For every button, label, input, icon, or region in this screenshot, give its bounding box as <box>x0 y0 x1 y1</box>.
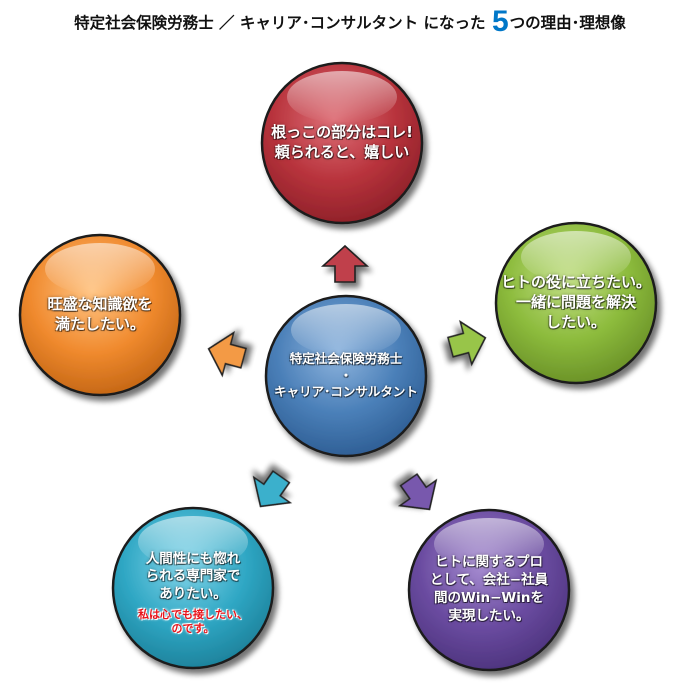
reason-5-line-1: 旺盛な知識欲を <box>47 295 153 314</box>
center-line-2: ・ <box>339 367 353 383</box>
reason-4-line-3: ありたい。 <box>159 586 227 603</box>
reason-1-line-2: 頼られると、嬉しい <box>274 143 410 161</box>
center-label: 特定社会保険労務士 ・ キャリア･コンサルタント <box>266 336 426 416</box>
reason-label-5: 旺盛な知識欲を 満たしたい。 <box>20 285 180 345</box>
reason-circle-5 <box>18 233 182 397</box>
reason-2-line-2: 一緒に問題を解決 <box>515 293 636 312</box>
arrow-lower-right <box>397 473 438 511</box>
reason-3-line-1: ヒトに関するプロ <box>435 554 543 571</box>
reason-4-line-2: られる専門家で <box>145 568 241 585</box>
reason-4-note: 私は心でも接したい、 のです。 <box>138 608 248 636</box>
reason-3-line-2: として、会社−社員 <box>429 572 549 589</box>
reason-5-line-2: 満たしたい。 <box>54 315 145 333</box>
reason-4-line-1: 人間性にも惚れ <box>145 550 241 567</box>
page-title: 特定社会保険労務士 ／ キャリア･コンサルタント になった 5つの理由･理想像 <box>0 0 700 44</box>
reason-circle-3 <box>407 508 571 672</box>
center-line-1: 特定社会保険労務士 <box>289 351 403 367</box>
center-line-3: キャリア･コンサルタント <box>274 384 418 400</box>
reason-label-1: 根っこの部分はコレ! 頼られると、嬉しい <box>262 113 422 173</box>
reason-2-line-3: したい。 <box>545 312 606 331</box>
arrow-right <box>446 319 487 367</box>
reason-circle-2 <box>494 221 658 385</box>
reason-1-line-1: 根っこの部分はコレ! <box>271 123 413 142</box>
reason-2-line-1: ヒトの役に立ちたい。 <box>500 273 651 292</box>
reason-label-4: 人間性にも惚れ られる専門家で ありたい。 私は心でも接したい、 のです。 <box>113 538 273 648</box>
arrow-left <box>207 330 248 378</box>
reason-circle-4 <box>111 506 275 670</box>
title-prefix: 特定社会保険労務士 ／ キャリア･コンサルタント になった <box>74 14 486 32</box>
arrow-up <box>320 244 370 283</box>
reason-3-line-4: 実現したい。 <box>448 607 530 624</box>
arrow-lower-left <box>252 470 293 508</box>
reason-label-2: ヒトの役に立ちたい。 一緒に問題を解決 したい。 <box>496 263 656 343</box>
center-circle <box>264 294 428 458</box>
reason-3-line-3: 間のWin−Winを <box>433 590 545 606</box>
reason-4-note-line-1: 私は心でも接したい、 <box>138 607 248 621</box>
title-number: 5 <box>491 5 509 38</box>
reason-4-note-line-2: のです。 <box>171 621 215 635</box>
reason-circle-1 <box>260 61 424 225</box>
title-suffix: つの理由･理想像 <box>509 14 626 32</box>
reason-label-3: ヒトに関するプロ として、会社−社員 間のWin−Winを 実現したい。 <box>409 545 569 635</box>
